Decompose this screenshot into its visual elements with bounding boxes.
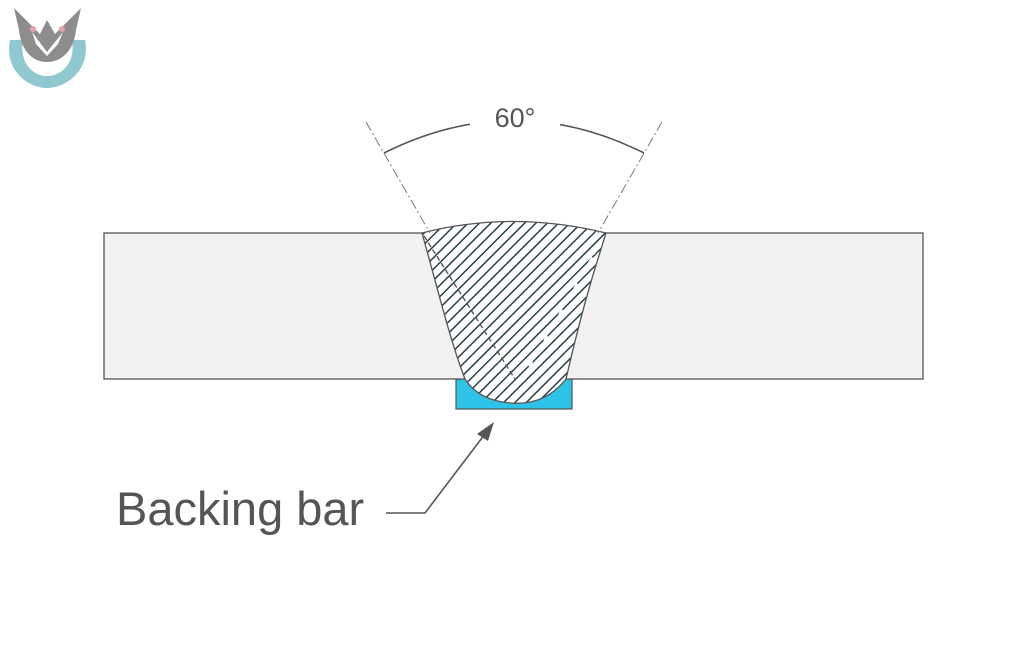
angle-label: 60° [470, 102, 560, 134]
weld-bead [421, 220, 607, 404]
extension-line-left [365, 121, 431, 234]
callout-leader [386, 429, 489, 514]
groove-line-left [423, 235, 516, 380]
welding-logo-icon [9, 8, 86, 88]
callout-arrowhead [477, 422, 494, 441]
extension-line-right [597, 121, 663, 234]
backing-bar-label: Backing bar [116, 482, 365, 535]
groove-line-right [521, 239, 603, 380]
